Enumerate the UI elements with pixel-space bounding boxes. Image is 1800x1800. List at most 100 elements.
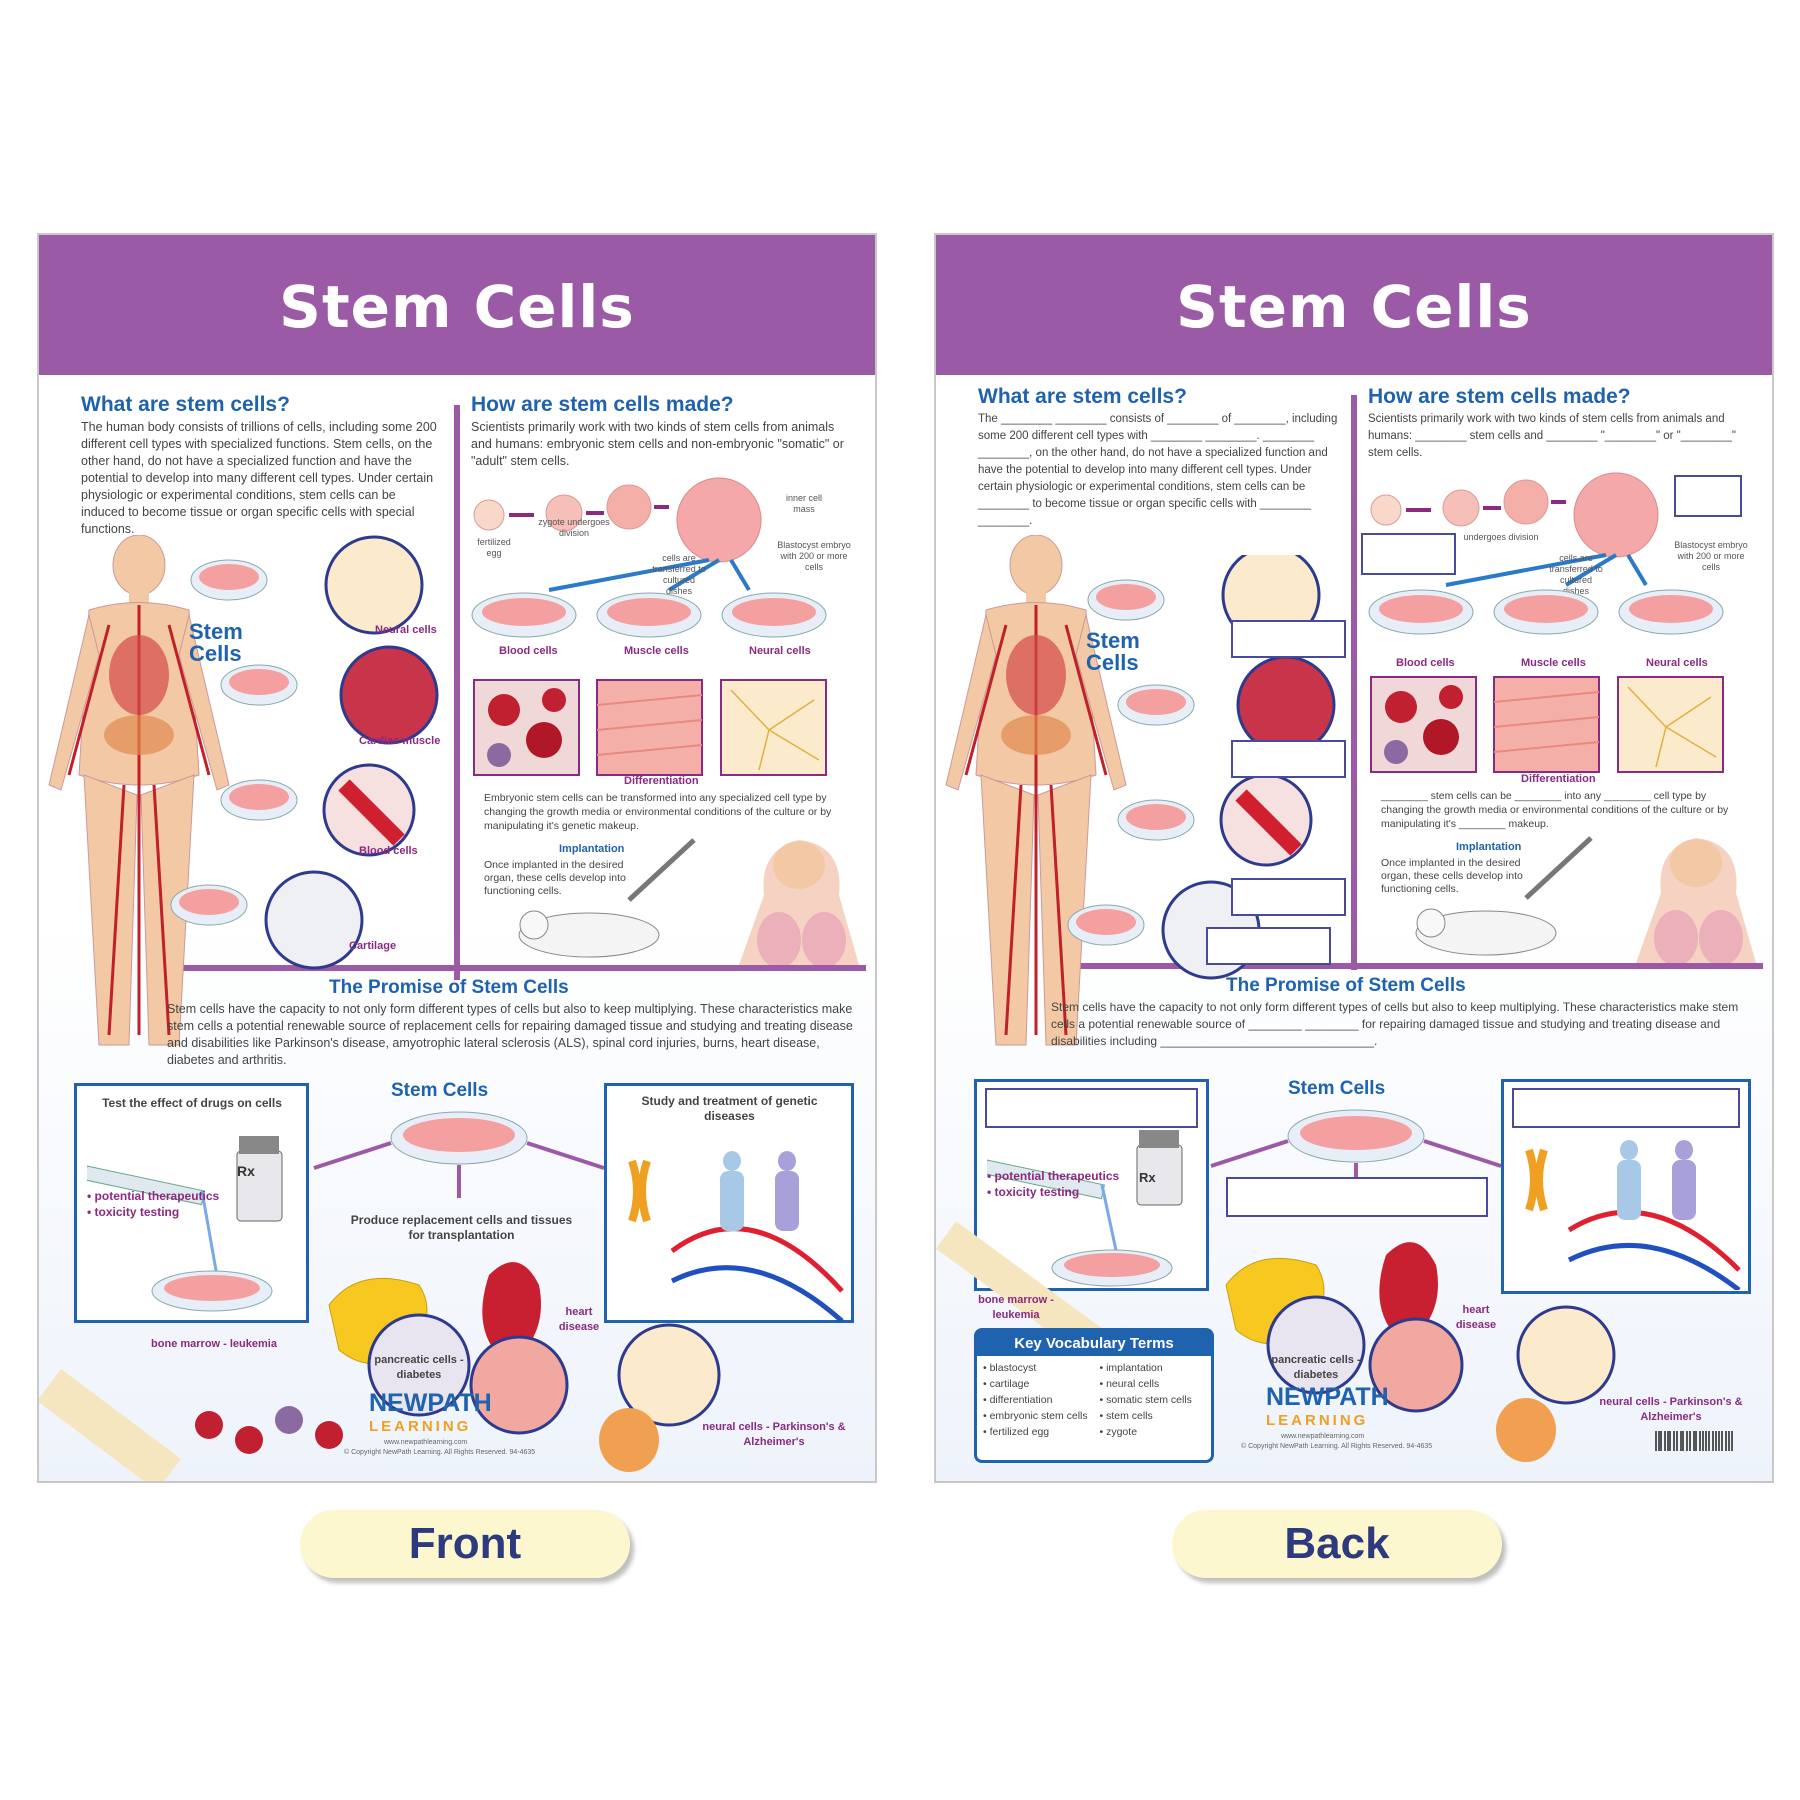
- drug-testing-box: Rx • potential therapeutics • toxicity t…: [974, 1079, 1209, 1291]
- blank-cartilage[interactable]: [1206, 927, 1331, 965]
- rx-label: Rx: [1139, 1170, 1156, 1185]
- vocab-term: • blastocyst: [983, 1362, 1037, 1374]
- vocab-term: • embryonic stem cells: [983, 1410, 1088, 1422]
- muscle-cells-type-label: Muscle cells: [1521, 657, 1586, 669]
- human-body-illustration: [48, 535, 230, 1046]
- divider-vertical: [454, 405, 460, 980]
- stem-label-line2: Cells: [189, 641, 242, 666]
- neural-disease-label: neural cells - Parkinson's & Alzheimer's: [1599, 1396, 1743, 1423]
- center-caption: Produce replacement cells and tissues fo…: [350, 1213, 573, 1242]
- culture-dishes: [1368, 589, 1724, 773]
- poster-title: Stem Cells: [279, 273, 635, 341]
- vocab-term: • stem cells: [1099, 1410, 1153, 1422]
- blank-genetic-title[interactable]: [1512, 1088, 1740, 1128]
- embryonic-text: ________ stem cells can be ________ into…: [1381, 790, 1729, 830]
- what-are-heading: What are stem cells?: [81, 393, 290, 416]
- center-stem-cells-title: Stem Cells: [391, 1080, 489, 1101]
- blank-inner-mass[interactable]: [1674, 475, 1742, 517]
- pancreatic-label: pancreatic cells - diabetes: [374, 1354, 464, 1381]
- blood-cells-label: Blood cells: [359, 845, 418, 857]
- vocab-term: • somatic stem cells: [1099, 1394, 1192, 1406]
- item-toxicity: • toxicity testing: [987, 1185, 1080, 1199]
- poster-title: Stem Cells: [1176, 273, 1532, 341]
- blank-center-caption[interactable]: [1226, 1177, 1488, 1217]
- how-made-text: Scientists primarily work with two kinds…: [1368, 413, 1736, 459]
- genetic-title: Study and treatment of genetic diseases: [641, 1094, 818, 1123]
- stem-label-line1: Stem: [189, 619, 243, 644]
- drug-testing-title: Test the effect of drugs on cells: [102, 1096, 282, 1110]
- blank-drug-title[interactable]: [985, 1088, 1198, 1128]
- drug-testing-box: Test the effect of drugs on cells Rx • p…: [74, 1083, 309, 1323]
- human-body-illustration: [945, 535, 1127, 1046]
- vocabulary-heading: Key Vocabulary Terms: [977, 1331, 1211, 1356]
- logo-sub: LEARNING: [1266, 1412, 1369, 1429]
- organ-illustrations: [936, 1221, 1616, 1462]
- center-stem-cells-title: Stem Cells: [1288, 1078, 1386, 1099]
- pancreatic-label: pancreatic cells - diabetes: [1271, 1354, 1361, 1381]
- vocab-term: • differentiation: [983, 1394, 1053, 1406]
- back-label: Back: [1172, 1510, 1502, 1578]
- vocab-term: • cartilage: [983, 1378, 1030, 1390]
- blood-cells-type-label: Blood cells: [499, 645, 558, 657]
- differentiation-label: Differentiation: [1521, 773, 1596, 785]
- blastocyst-label: Blastocyst embryo with 200 or more cells: [1674, 540, 1748, 572]
- item-therapeutics: • potential therapeutics: [87, 1189, 220, 1203]
- blank-blood[interactable]: [1231, 878, 1346, 916]
- cardiac-muscle-label: Cardiac muscle: [359, 735, 441, 747]
- bone-marrow-label: bone marrow - leukemia: [978, 1294, 1054, 1321]
- what-are-text: The human body consists of trillions of …: [81, 420, 437, 536]
- genetic-illustration: [1525, 1140, 1741, 1290]
- inner-cell-mass-label: inner cell mass: [785, 493, 823, 514]
- promise-text: Stem cells have the capacity to not only…: [167, 1002, 853, 1067]
- copyright: © Copyright NewPath Learning. All Rights…: [1241, 1443, 1433, 1450]
- divider-horizontal: [1061, 963, 1763, 969]
- how-made-heading: How are stem cells made?: [471, 393, 734, 416]
- what-are-text: The ________ ________ consists of ______…: [978, 413, 1338, 527]
- blank-cardiac[interactable]: [1231, 740, 1346, 778]
- fertilized-egg-label: fertilized egg: [477, 537, 511, 558]
- neural-disease-label: neural cells - Parkinson's & Alzheimer's: [702, 1421, 846, 1448]
- poster-back: Stem Cells What are stem cells? The ____…: [934, 233, 1774, 1483]
- drug-testing-illustration: [987, 1130, 1183, 1287]
- drug-testing-items: • potential therapeutics • toxicity test…: [87, 1188, 237, 1220]
- copyright: © Copyright NewPath Learning. All Rights…: [344, 1449, 536, 1456]
- logo-main: NEWPATH: [1266, 1383, 1389, 1411]
- item-toxicity: • toxicity testing: [87, 1205, 180, 1219]
- title-banner: Stem Cells: [39, 235, 875, 375]
- tissue-circles: [170, 535, 439, 970]
- rx-label: Rx: [237, 1163, 255, 1179]
- transferred-label: cells are transferred to cultured dishes: [652, 553, 706, 596]
- vocabulary-list: • blastocyst • cartilage • differentiati…: [977, 1360, 1211, 1440]
- differentiation-label: Differentiation: [624, 775, 699, 787]
- vocab-term: • neural cells: [1099, 1378, 1160, 1390]
- genetic-box: Study and treatment of genetic diseases: [604, 1083, 854, 1323]
- front-label: Front: [300, 1510, 630, 1578]
- implantation-illustration: [518, 838, 859, 965]
- barcode: [1655, 1431, 1733, 1451]
- logo-main: NEWPATH: [369, 1389, 492, 1417]
- promise-text: Stem cells have the capacity to not only…: [1051, 1000, 1739, 1048]
- blood-cells-type-label: Blood cells: [1396, 657, 1455, 669]
- promise-heading: The Promise of Stem Cells: [329, 977, 569, 998]
- heart-disease-label: heart disease: [1455, 1304, 1497, 1331]
- center-dish-arrows: [313, 1111, 605, 1198]
- vocab-term: • fertilized egg: [983, 1426, 1050, 1438]
- cartilage-label: Cartilage: [349, 940, 397, 952]
- blank-neural[interactable]: [1231, 620, 1346, 658]
- embryonic-text: Embryonic stem cells can be transformed …: [484, 792, 832, 832]
- transferred-label: cells are transferred to cultured dishes: [1549, 553, 1603, 596]
- neural-cells-type-label: Neural cells: [1646, 657, 1708, 669]
- neural-cells-label: Neural cells: [375, 624, 437, 636]
- website: www.newpathlearning.com: [1281, 1433, 1365, 1440]
- stem-label-line2: Cells: [1086, 650, 1139, 675]
- poster-front: Stem Cells What are stem cells? The huma…: [37, 233, 877, 1483]
- blank-fertilized[interactable]: [1361, 533, 1456, 575]
- culture-dishes: [471, 592, 827, 776]
- divider-vertical: [1351, 395, 1357, 970]
- blastocyst-label: Blastocyst embryo with 200 or more cells: [777, 540, 851, 572]
- stem-label-line1: Stem: [1086, 628, 1140, 653]
